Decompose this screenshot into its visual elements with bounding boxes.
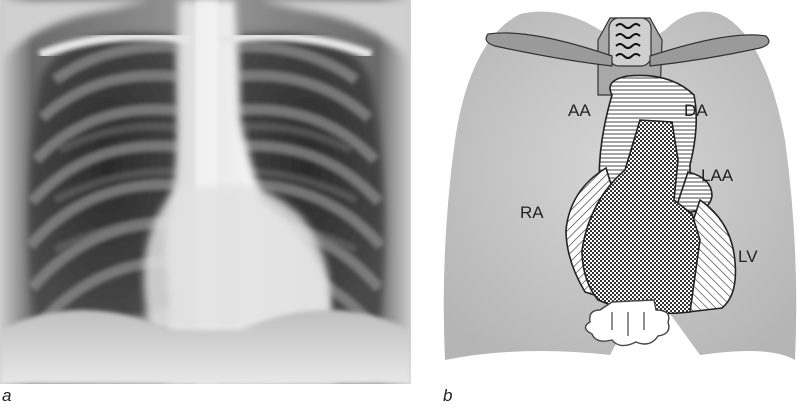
label-lv: LV	[738, 247, 758, 266]
chest-xray-image	[0, 0, 411, 384]
panel-label-a: a	[2, 386, 11, 406]
vertebral-body	[609, 18, 651, 66]
label-da: DA	[684, 101, 708, 120]
panel-label-b: b	[443, 386, 452, 406]
label-ra: RA	[520, 203, 544, 222]
heart-schematic-diagram: AA DA LAA RA LV	[431, 0, 803, 384]
label-laa: LAA	[701, 166, 734, 185]
label-aa: AA	[568, 101, 591, 120]
